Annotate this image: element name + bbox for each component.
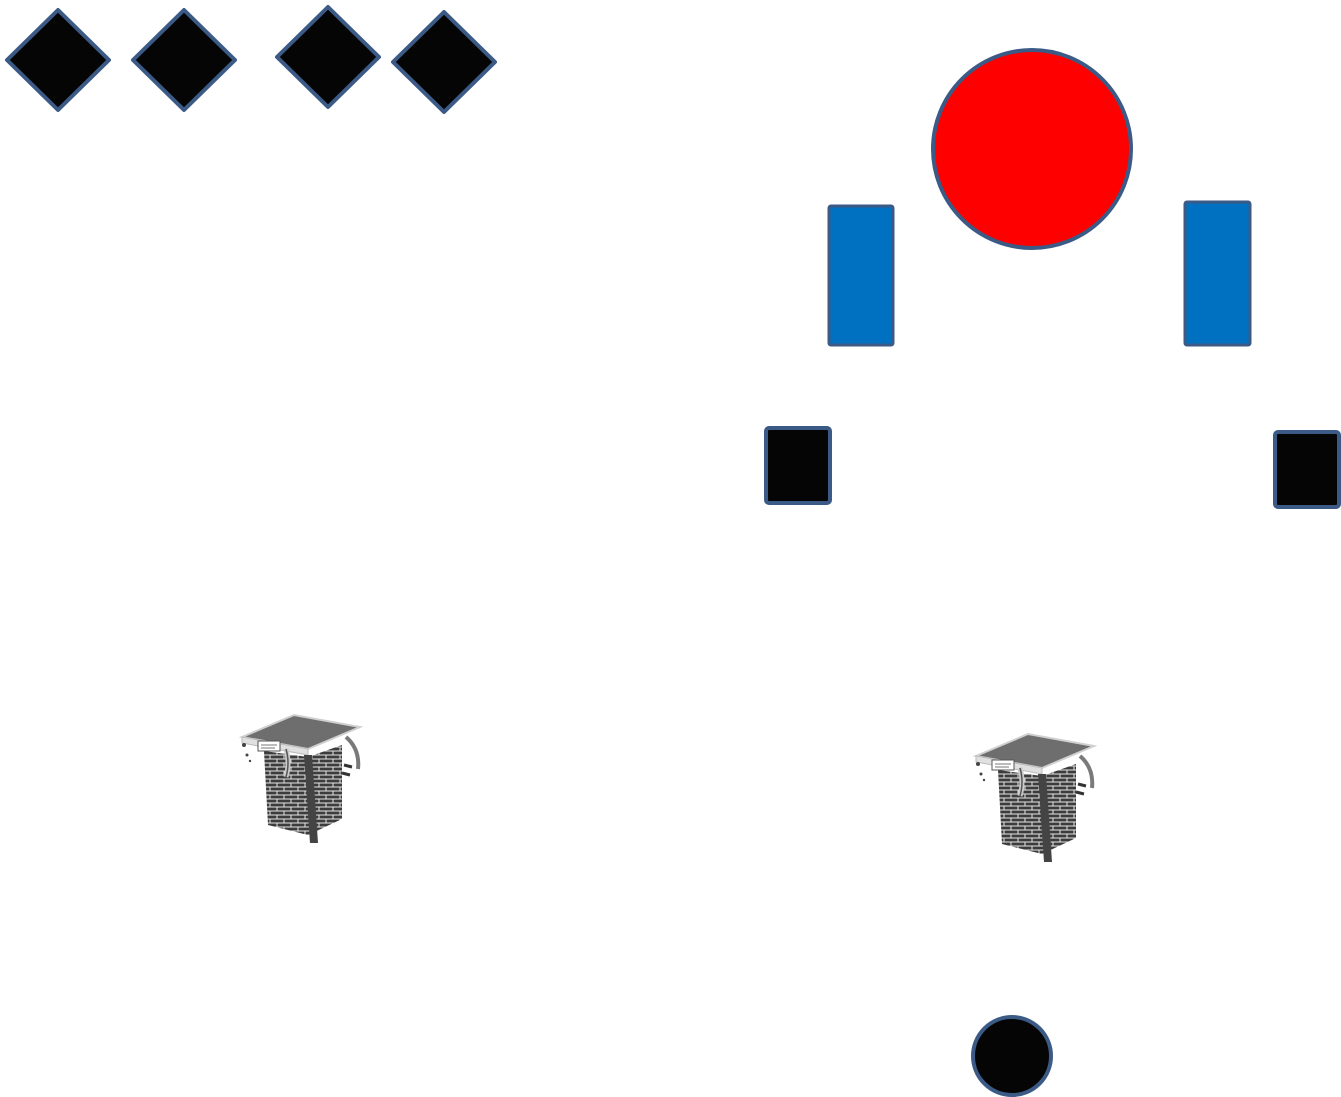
- diamond-marker-3: [277, 7, 379, 107]
- diamond-marker-1: [7, 10, 109, 110]
- black-dot: [973, 1017, 1051, 1095]
- chimney-icon-left: [242, 715, 360, 843]
- chimney-icon-right: [976, 734, 1094, 862]
- diamond-row: [7, 7, 495, 112]
- black-square-left: [766, 428, 830, 503]
- blue-bar-left: [829, 206, 893, 345]
- diamond-marker-2: [133, 10, 235, 110]
- red-circle: [933, 50, 1131, 248]
- blue-bar-right: [1185, 202, 1250, 345]
- diamond-marker-4: [393, 12, 495, 112]
- black-square-right: [1275, 432, 1339, 507]
